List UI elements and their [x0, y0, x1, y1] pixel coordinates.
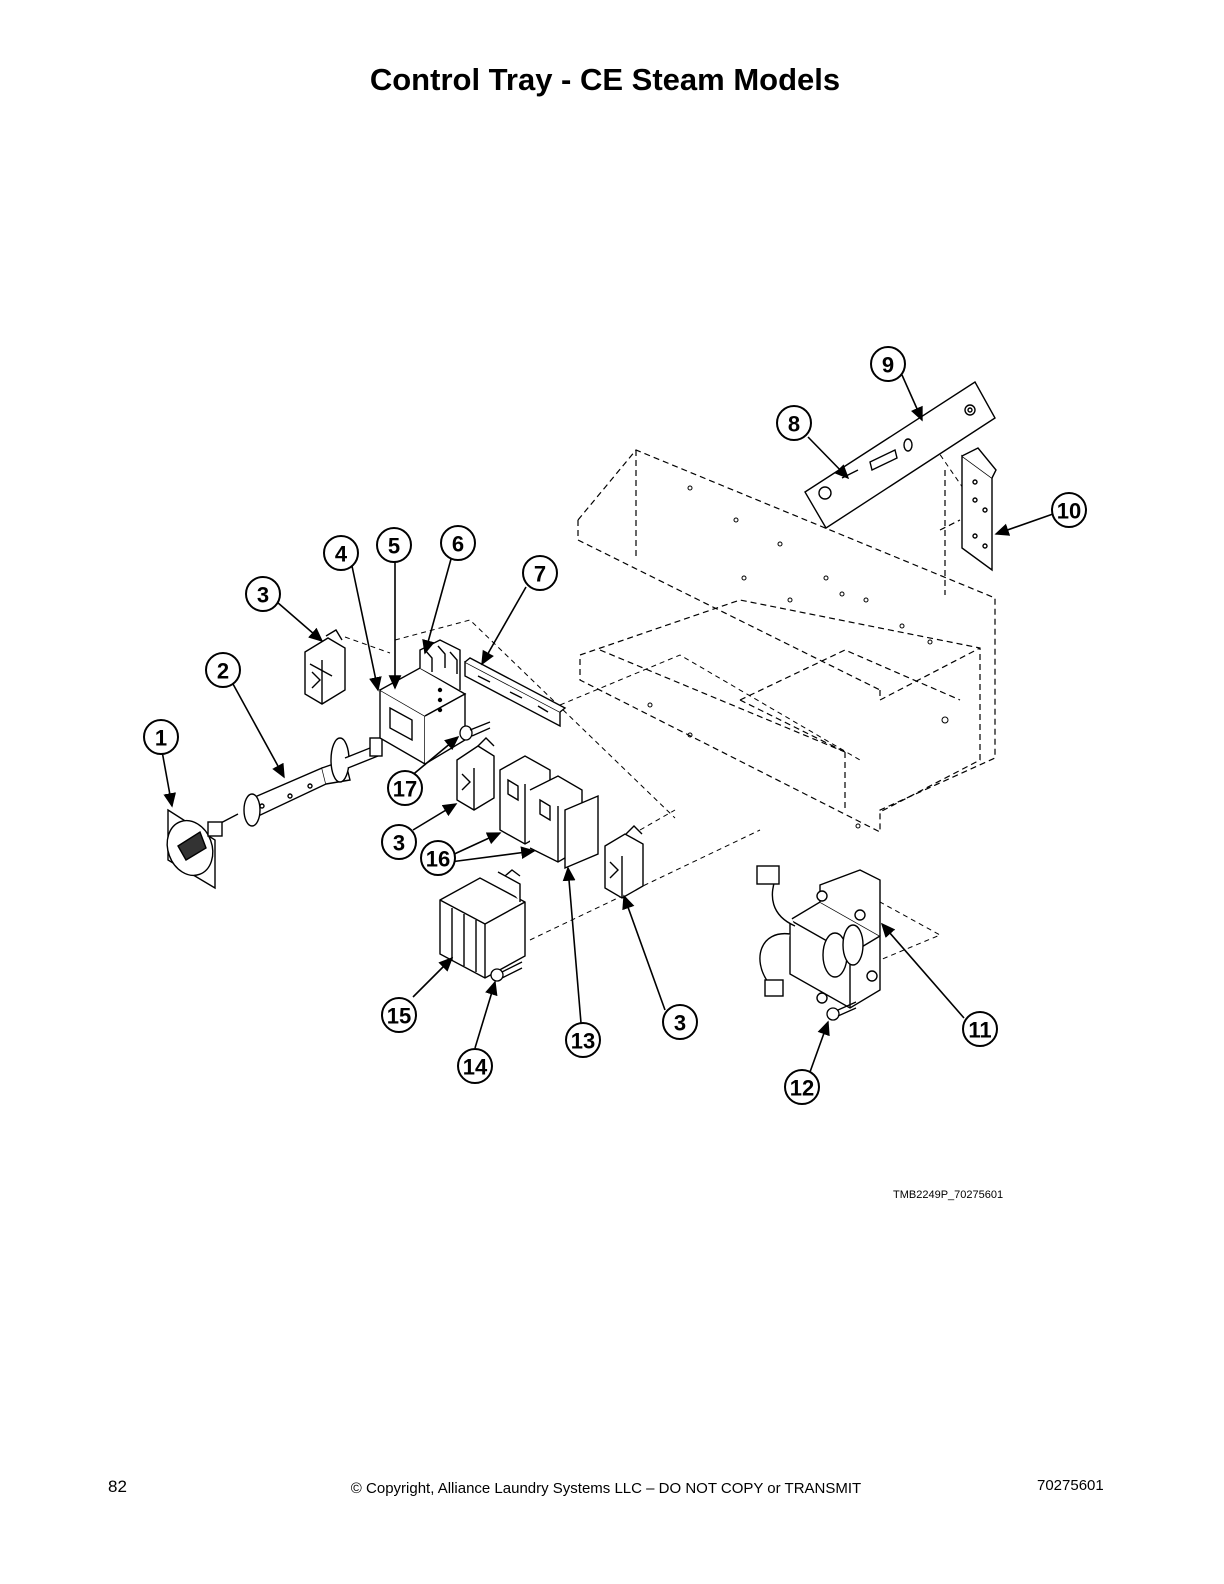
figure-id: TMB2249P_70275601 [893, 1189, 1004, 1201]
part-7-din-rail [464, 657, 567, 728]
callout-label: 12 [790, 1076, 814, 1101]
callout-label: 7 [534, 562, 546, 587]
callout-label: 10 [1057, 499, 1081, 524]
callout-label: 4 [335, 542, 348, 567]
copyright-notice: © Copyright, Alliance Laundry Systems LL… [350, 1480, 862, 1497]
callout-label: 14 [463, 1055, 488, 1080]
page-number: 82 [108, 1477, 127, 1496]
part-3-terminal-block-middle [456, 737, 495, 811]
callout-label: 3 [257, 583, 269, 608]
tray-holes [647, 485, 949, 829]
part-15-contactor [439, 869, 526, 979]
part-2-shaft-assembly [243, 737, 383, 827]
callout-label: 11 [968, 1018, 991, 1043]
callout-label: 5 [388, 534, 400, 559]
callout-label: 9 [882, 353, 894, 378]
part-4-5-6-switch-assembly [379, 639, 467, 766]
part-1-selector-knob [166, 808, 239, 890]
part-8-9-mounting-detail [804, 381, 996, 529]
part-12-screw [826, 1001, 857, 1021]
part-10-bracket [961, 447, 997, 572]
callout-label: 3 [674, 1011, 686, 1036]
callout-label: 3 [393, 831, 405, 856]
control-tray-phantom [577, 449, 996, 833]
callout-label: 2 [217, 659, 229, 684]
callout-leaders [161, 374, 1054, 1073]
page-title: Control Tray - CE Steam Models [369, 62, 841, 97]
part-13-end-plate [564, 794, 599, 870]
callout-label: 8 [788, 412, 800, 437]
callout-label: 13 [571, 1029, 595, 1054]
part-14-screw [490, 961, 523, 982]
document-number: 70275601 [1037, 1477, 1104, 1494]
callout-label: 6 [452, 532, 464, 557]
part-3-terminal-block-upper [304, 629, 346, 705]
callout-label: 16 [426, 847, 450, 872]
part-3-terminal-block-lower [604, 825, 644, 899]
callout-label: 15 [387, 1004, 411, 1029]
callout-label: 17 [393, 777, 417, 802]
callout-circles [143, 346, 1087, 1105]
part-17-screw [459, 721, 491, 741]
callout-label: 1 [155, 726, 167, 751]
part-11-transformer [756, 865, 881, 1009]
